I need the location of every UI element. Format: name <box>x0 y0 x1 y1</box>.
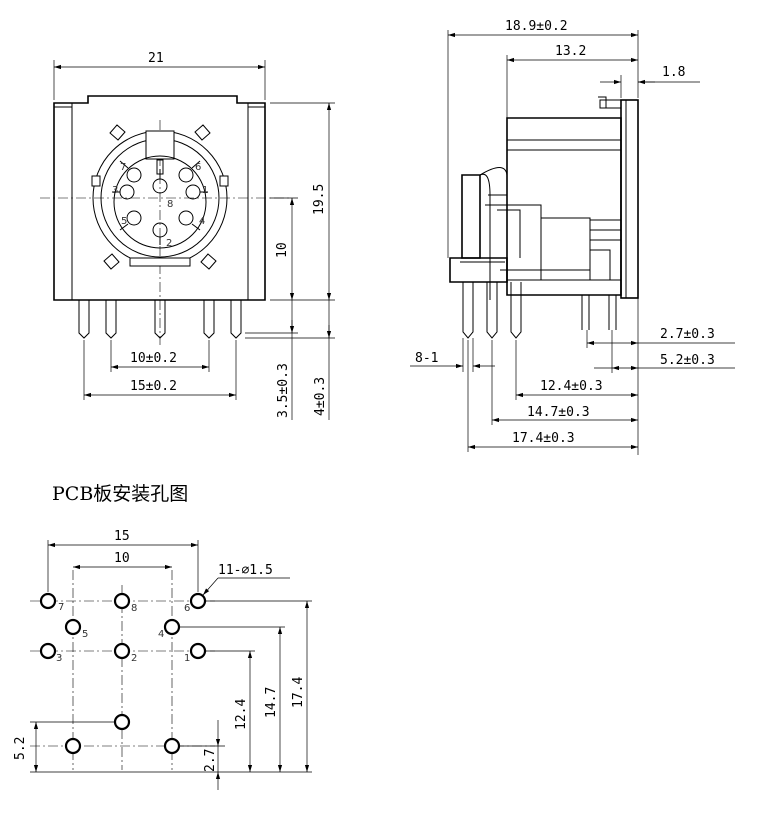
dim-side-body: 13.2 <box>555 44 586 59</box>
pcb-dim-5-2: 5.2 <box>13 737 28 760</box>
front-body-outline <box>53 95 266 301</box>
pcb-dim-10: 10 <box>114 551 130 566</box>
hole-label-4: 4 <box>158 629 164 640</box>
pcb-holes <box>39 592 207 755</box>
dim-front-width: 21 <box>148 51 164 66</box>
side-view: 18.9±0.2 13.2 1.8 2.7±0.3 5.2±0.3 12.4±0… <box>410 19 735 455</box>
pin-label-1: 1 <box>202 185 208 196</box>
hole-label-7: 7 <box>58 602 64 613</box>
side-pins <box>462 282 617 339</box>
pcb-dim-17: 17.4 <box>291 677 306 708</box>
front-view: 7 6 3 1 8 5 4 2 21 19.5 10 <box>40 51 335 420</box>
front-legs <box>78 300 242 339</box>
dim-side-d2: 5.2±0.3 <box>660 353 715 368</box>
dim-side-flange: 1.8 <box>662 65 685 80</box>
dim-side-d1: 2.7±0.3 <box>660 327 715 342</box>
dim-side-d3: 12.4±0.3 <box>540 379 603 394</box>
dim-side-depth: 18.9±0.2 <box>505 19 568 34</box>
dim-pin-len-b: 4±0.3 <box>313 377 328 416</box>
dim-front-center: 10 <box>275 242 290 258</box>
pcb-dim-12: 12.4 <box>234 699 249 730</box>
dim-side-d5: 17.4±0.3 <box>512 431 575 446</box>
dim-pin-10: 10±0.2 <box>130 351 177 366</box>
hole-label-8: 8 <box>131 603 137 614</box>
dim-pin-15: 15±0.2 <box>130 379 177 394</box>
dim-side-small: 8-1 <box>415 351 438 366</box>
dim-side-d4: 14.7±0.3 <box>527 405 590 420</box>
dim-front-height: 19.5 <box>312 184 327 215</box>
pin-label-8: 8 <box>167 199 173 210</box>
pin-label-5: 5 <box>121 216 127 227</box>
hole-label-3: 3 <box>56 653 62 664</box>
pin-label-3: 3 <box>112 185 118 196</box>
hole-label-6: 6 <box>184 603 190 614</box>
pcb-layout: PCB板安装孔图 7 8 6 5 4 3 <box>13 483 312 790</box>
pin-label-4: 4 <box>199 216 205 227</box>
pcb-dim-2-7: 2.7 <box>203 749 218 772</box>
shield-tabs <box>91 124 229 270</box>
pin-label-6: 6 <box>195 162 201 173</box>
hole-label-1: 1 <box>184 653 190 664</box>
pin-holder <box>113 155 207 249</box>
pin-label-7: 7 <box>120 162 126 173</box>
hole-label-2: 2 <box>131 653 137 664</box>
dim-pin-len-a: 3.5±0.3 <box>276 363 291 418</box>
pcb-dim-15: 15 <box>114 529 130 544</box>
pcb-dim-14: 14.7 <box>264 687 279 718</box>
pcb-title: PCB板安装孔图 <box>52 483 188 505</box>
hole-label-5: 5 <box>82 629 88 640</box>
pcb-dim-holes: 11-⌀1.5 <box>218 563 273 578</box>
front-pins: 7 6 3 1 8 5 4 2 <box>112 159 208 249</box>
pin-label-2: 2 <box>166 238 172 249</box>
